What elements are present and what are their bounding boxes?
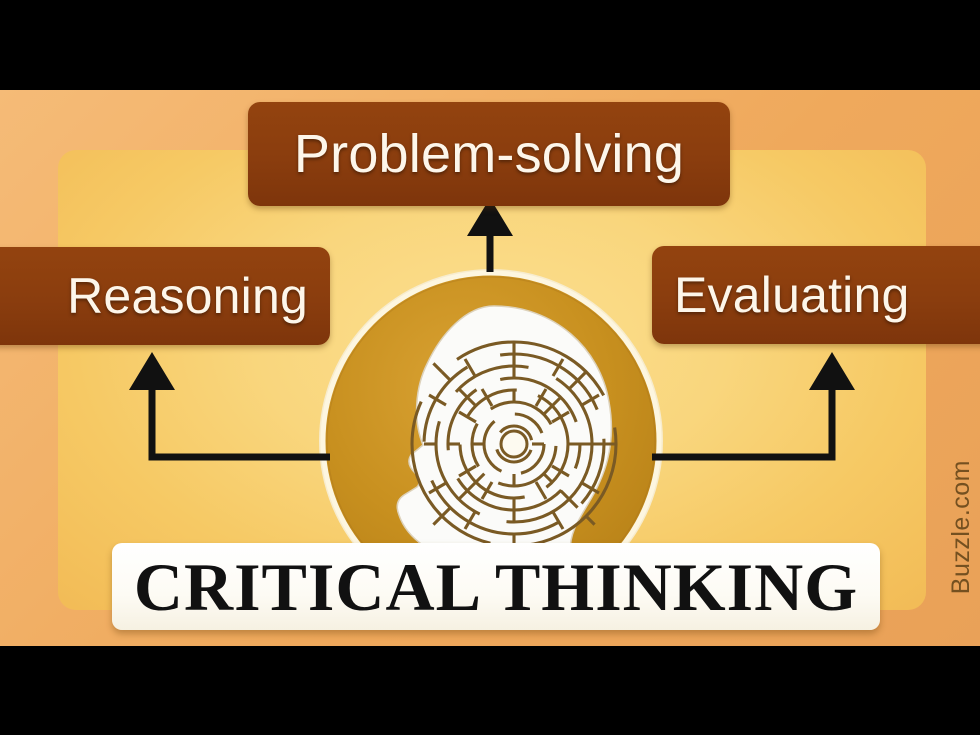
page-title: CRITICAL THINKING — [133, 548, 859, 625]
label-box-problem-solving[interactable]: Problem-solving — [248, 102, 730, 206]
letterbox-top — [0, 0, 980, 90]
center-emblem — [318, 268, 664, 615]
watermark: Buzzle.com — [947, 460, 976, 594]
letterbox-bottom — [0, 646, 980, 735]
label-evaluating: Evaluating — [674, 267, 910, 323]
label-box-evaluating[interactable]: Evaluating — [652, 246, 980, 344]
head-maze-icon — [319, 269, 663, 615]
title-banner: CRITICAL THINKING — [112, 543, 880, 630]
watermark-label: Buzzle.com — [947, 460, 975, 595]
label-problem-solving: Problem-solving — [293, 124, 685, 184]
infographic-poster: Problem-solving Reasoning Evaluating CRI… — [0, 90, 980, 646]
label-box-reasoning[interactable]: Reasoning — [0, 247, 330, 345]
label-reasoning: Reasoning — [67, 268, 308, 324]
